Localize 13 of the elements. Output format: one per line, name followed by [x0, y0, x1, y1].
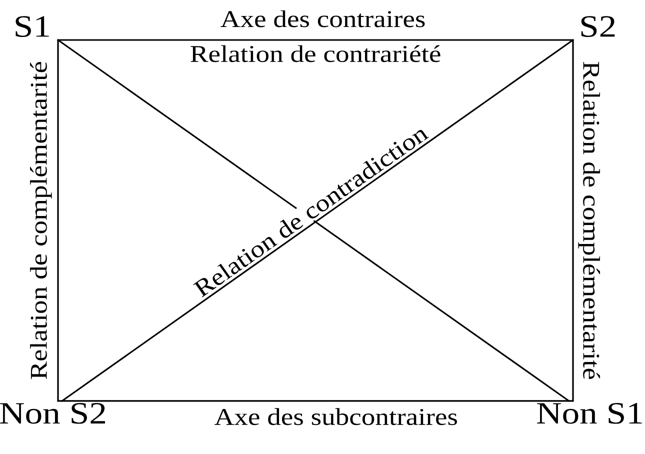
- corner-label: S1: [16, 16, 49, 37]
- axis-label: Axe des contraires: [220, 10, 425, 28]
- edge-label: Relation de complémentarité: [30, 62, 52, 380]
- edge-label: Axe des subcontraires: [214, 408, 457, 426]
- side-line: [572, 39, 574, 402]
- corner-label: S2: [581, 16, 615, 37]
- edge-label: Relation de complémentarité: [578, 62, 600, 379]
- edge-label: Relation de contrariété: [190, 45, 440, 62]
- side-line: [57, 39, 574, 41]
- corner-label: Non S2: [0, 402, 105, 424]
- side-line: [57, 39, 59, 402]
- side-line: [57, 400, 574, 402]
- corner-label: Non S1: [537, 402, 642, 424]
